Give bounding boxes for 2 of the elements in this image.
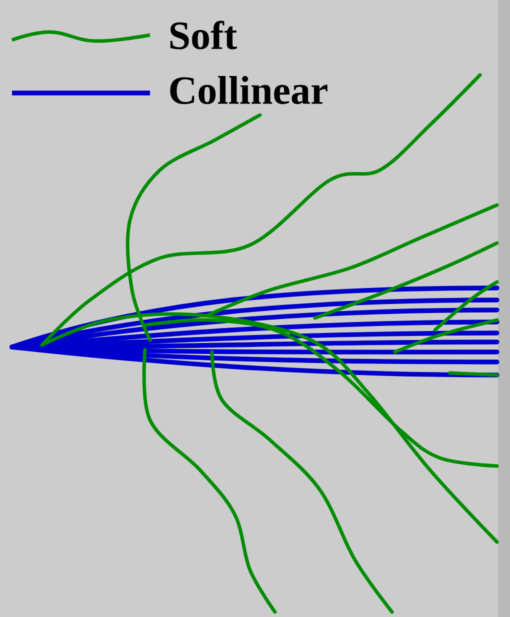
- legend-text: Collinear: [170, 76, 328, 104]
- legend-text: Soft: [170, 20, 237, 50]
